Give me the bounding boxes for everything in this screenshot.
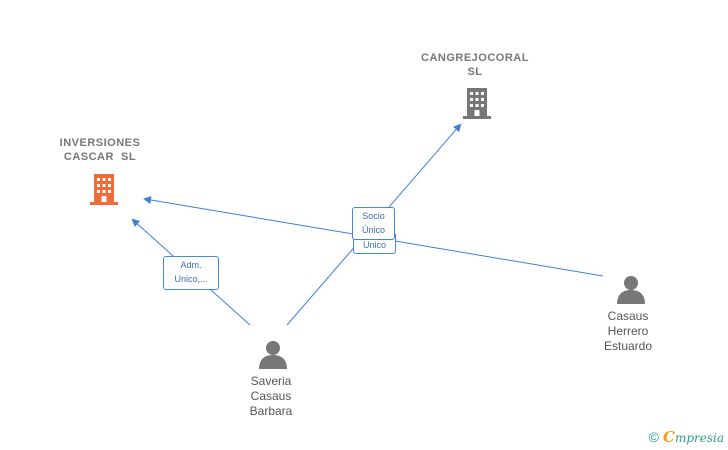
building-icon[interactable] bbox=[461, 86, 493, 120]
person-name-saveria[interactable]: Saveria Casaus Barbara bbox=[249, 374, 293, 418]
person-name-casaus[interactable]: Casaus Herrero Estuardo bbox=[603, 309, 653, 353]
edge-label-socio[interactable]: Socio Único bbox=[352, 207, 395, 240]
copyright-icon: © bbox=[648, 429, 659, 445]
company-name-cangrejocoral[interactable]: CANGREJOCORAL SL bbox=[421, 52, 529, 78]
edge-label-adm[interactable]: Adm. Unico,... bbox=[163, 256, 219, 290]
brand-rest: mpresia bbox=[674, 431, 724, 445]
person-icon[interactable] bbox=[615, 274, 647, 304]
person-icon[interactable] bbox=[257, 339, 289, 369]
company-name-inversiones[interactable]: INVERSIONES CASCAR SL bbox=[59, 137, 141, 163]
brand-initial: C bbox=[662, 428, 675, 446]
empresia-watermark: ©Cmpresia bbox=[649, 428, 724, 446]
building-icon[interactable] bbox=[88, 172, 120, 206]
